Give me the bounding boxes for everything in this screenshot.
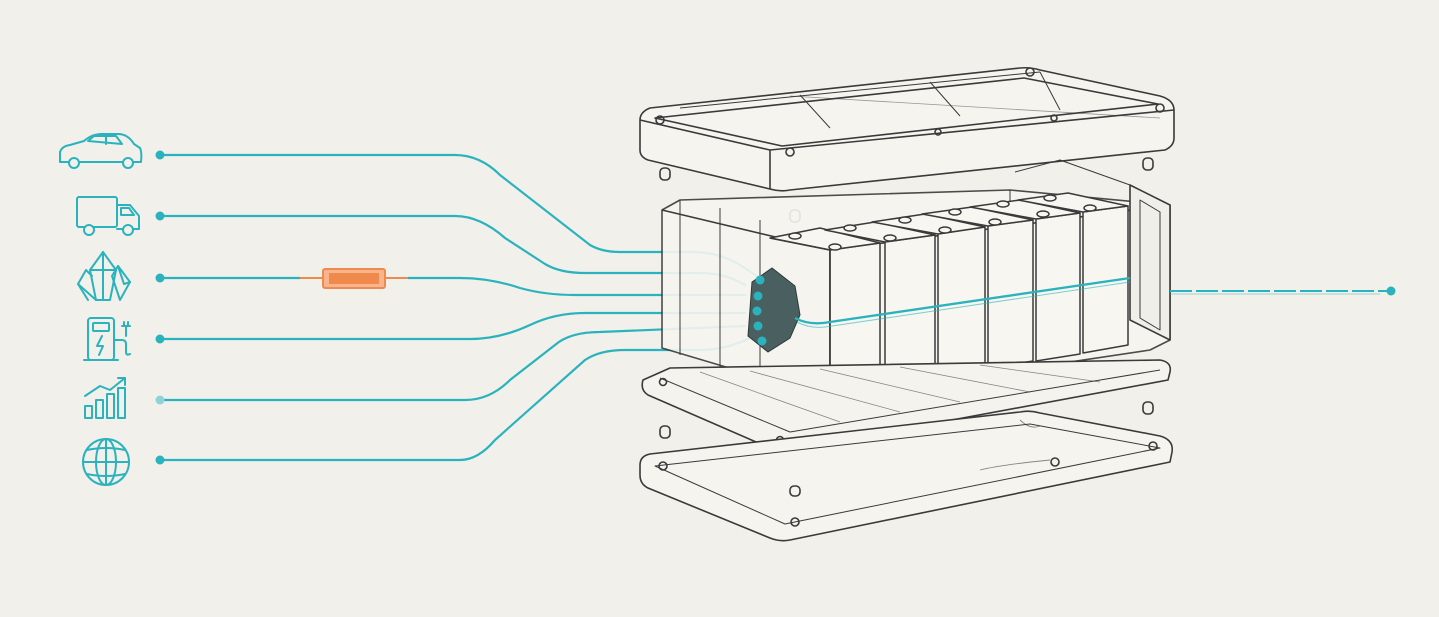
battery-cell — [1017, 192, 1129, 354]
connector-dot — [155, 211, 165, 221]
fuse-resistor-icon — [300, 268, 408, 289]
connector-line-growth — [158, 324, 747, 402]
connector-dot — [155, 273, 165, 283]
connector-line-truck — [158, 214, 747, 287]
crystals-icon — [77, 251, 131, 301]
battery-cell — [969, 199, 1081, 362]
bus-line — [794, 276, 1131, 325]
battery-cell — [824, 221, 936, 384]
growth-chart-icon — [84, 377, 126, 419]
battery-cell — [921, 206, 1034, 369]
connector-dot — [155, 455, 165, 465]
connector-line-charging — [158, 311, 747, 341]
connector-line-crystals — [158, 276, 747, 297]
globe-icon — [82, 438, 130, 486]
battery-bottom-cover — [639, 410, 1174, 542]
connector-hub — [747, 267, 801, 353]
connector-dot — [155, 334, 165, 344]
battery-top-lid — [639, 66, 1175, 223]
battery-cell — [871, 213, 986, 376]
charging-station-icon — [83, 317, 131, 361]
car-icon — [59, 133, 143, 169]
output-line — [1170, 286, 1396, 296]
connector-dot — [155, 150, 165, 160]
connector-dot — [155, 395, 165, 405]
truck-icon — [76, 196, 140, 236]
